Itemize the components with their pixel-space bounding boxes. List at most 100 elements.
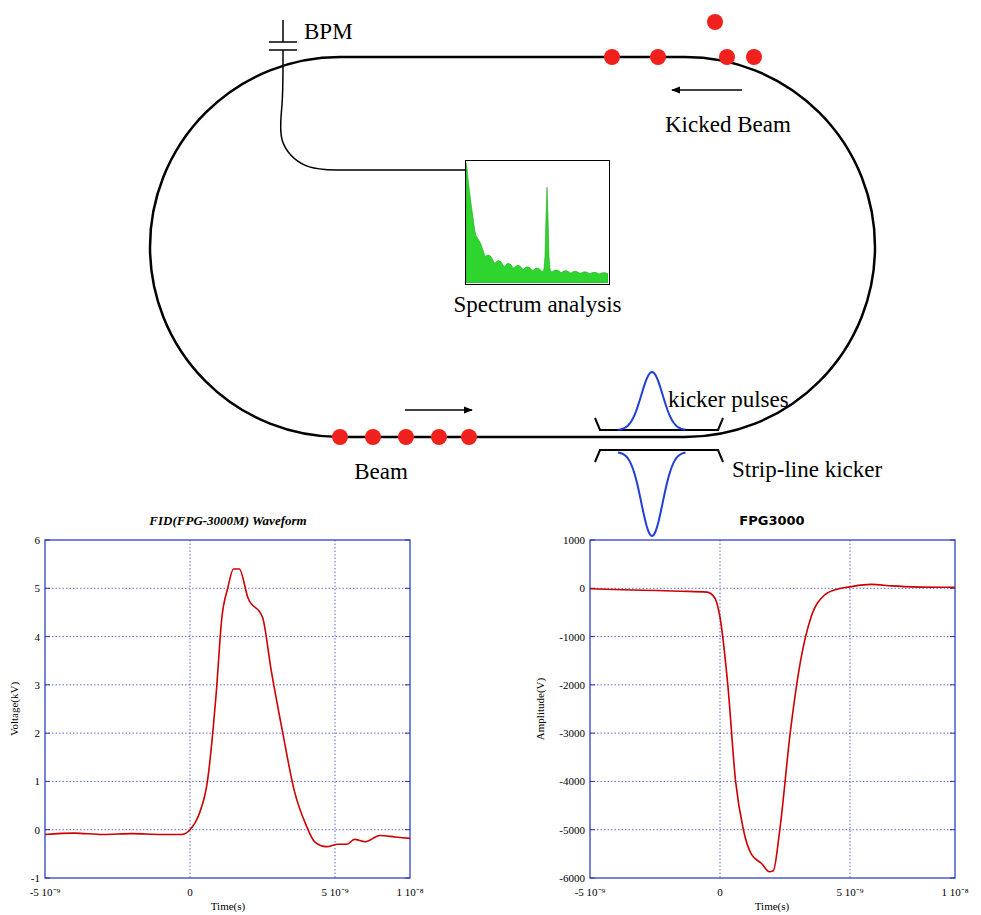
direction-arrow xyxy=(405,409,472,411)
grid-line xyxy=(45,733,410,734)
tick-label: -5000 xyxy=(559,824,585,836)
bunch xyxy=(398,429,414,445)
tick-mark xyxy=(45,636,50,637)
grid-line xyxy=(590,733,955,734)
tick-label: 0 xyxy=(187,886,193,898)
tick-mark xyxy=(590,684,595,685)
grid-line xyxy=(590,684,955,685)
tick-label: -6000 xyxy=(559,872,585,884)
spectrum-box: Spectrum analysis xyxy=(465,160,610,285)
tick-mark xyxy=(405,684,410,685)
grid-line xyxy=(335,540,336,878)
tick-label: 5 10⁻⁹ xyxy=(836,886,863,898)
tick-label: 5 10⁻⁹ xyxy=(321,886,348,898)
tick-mark xyxy=(590,636,595,637)
tick-mark xyxy=(45,733,50,734)
tick-label: -5 10⁻⁹ xyxy=(575,886,606,898)
tick-label: 3 xyxy=(35,679,41,691)
grid-line xyxy=(590,636,955,637)
tick-mark xyxy=(405,588,410,589)
tick-mark xyxy=(950,829,955,830)
tick-mark xyxy=(45,684,50,685)
tick-mark xyxy=(950,781,955,782)
node-label: BPM xyxy=(304,19,353,44)
tick-mark xyxy=(405,636,410,637)
waveform-charts xyxy=(45,540,955,878)
tick-mark xyxy=(590,733,595,734)
grid-line xyxy=(45,829,410,830)
grid-line xyxy=(850,540,851,878)
tick-label: 1 xyxy=(35,775,41,787)
grid-line xyxy=(590,588,955,589)
bunch xyxy=(719,49,735,65)
waveform-curve xyxy=(45,569,410,847)
axis-title: Time(s) xyxy=(755,900,789,912)
tick-mark xyxy=(950,636,955,637)
tick-mark xyxy=(45,829,50,830)
kicker-electrode xyxy=(595,450,723,462)
tick-label: -1 xyxy=(31,872,40,884)
tick-label: 1000 xyxy=(563,534,585,546)
tick-label: -1000 xyxy=(559,631,585,643)
grid-line xyxy=(45,636,410,637)
waveform-chart xyxy=(590,540,955,878)
tick-mark xyxy=(950,684,955,685)
tick-label: -5 10⁻⁹ xyxy=(30,886,61,898)
bunch xyxy=(332,429,348,445)
bunch xyxy=(650,49,666,65)
kicker-electrode xyxy=(595,418,723,430)
plot-frame xyxy=(590,540,955,878)
axis-title: Voltage(kV) xyxy=(8,682,20,736)
tick-label: -4000 xyxy=(559,775,585,787)
tick-mark xyxy=(405,781,410,782)
chart-title: FID(FPG-3000M) Waveform xyxy=(149,514,306,528)
tick-label: 5 xyxy=(35,582,41,594)
chart-title: FPG3000 xyxy=(739,514,804,528)
tick-label: 0 xyxy=(35,824,41,836)
bunch xyxy=(461,429,477,445)
tick-mark xyxy=(590,781,595,782)
tick-label: 1 10⁻⁸ xyxy=(941,886,968,898)
kicked-bunches xyxy=(604,14,762,65)
grid-line xyxy=(190,540,191,878)
beam-label: Beam xyxy=(354,459,408,484)
tick-mark xyxy=(405,829,410,830)
tick-label: -3000 xyxy=(559,727,585,739)
kicker-pulse xyxy=(618,453,686,536)
tick-mark xyxy=(950,733,955,734)
tick-label: 0 xyxy=(580,582,586,594)
bunch xyxy=(431,429,447,445)
tick-label: 6 xyxy=(35,534,41,546)
bunch xyxy=(746,49,762,65)
spectrum-trace xyxy=(466,161,608,283)
tick-mark xyxy=(45,781,50,782)
tick-label: 0 xyxy=(717,886,723,898)
bunch xyxy=(365,429,381,445)
tick-label: -2000 xyxy=(559,679,585,691)
beam-bunches xyxy=(332,429,477,445)
bunch xyxy=(604,49,620,65)
axis-title: Amplitude(V) xyxy=(534,678,546,740)
waveform-chart xyxy=(45,540,410,878)
grid-line xyxy=(45,684,410,685)
tick-mark xyxy=(45,588,50,589)
tick-mark xyxy=(405,733,410,734)
node-label: Spectrum analysis xyxy=(454,292,622,317)
plot-frame xyxy=(45,540,410,878)
kicker-label: Strip-line kicker xyxy=(732,457,882,482)
grid-line xyxy=(590,781,955,782)
storage-ring xyxy=(150,57,875,437)
signal-cable xyxy=(280,57,465,170)
tick-mark xyxy=(590,829,595,830)
tick-label: 4 xyxy=(35,631,41,643)
grid-line xyxy=(720,540,721,878)
direction-arrow xyxy=(672,89,742,91)
tick-label: 1 10⁻⁸ xyxy=(396,886,423,898)
grid-line xyxy=(590,829,955,830)
pickup-symbol xyxy=(268,20,300,57)
beam-label: Kicked Beam xyxy=(665,112,791,137)
tick-label: 2 xyxy=(35,727,41,739)
waveform-curve xyxy=(590,584,955,871)
pulse-label: kicker pulses xyxy=(668,387,789,412)
